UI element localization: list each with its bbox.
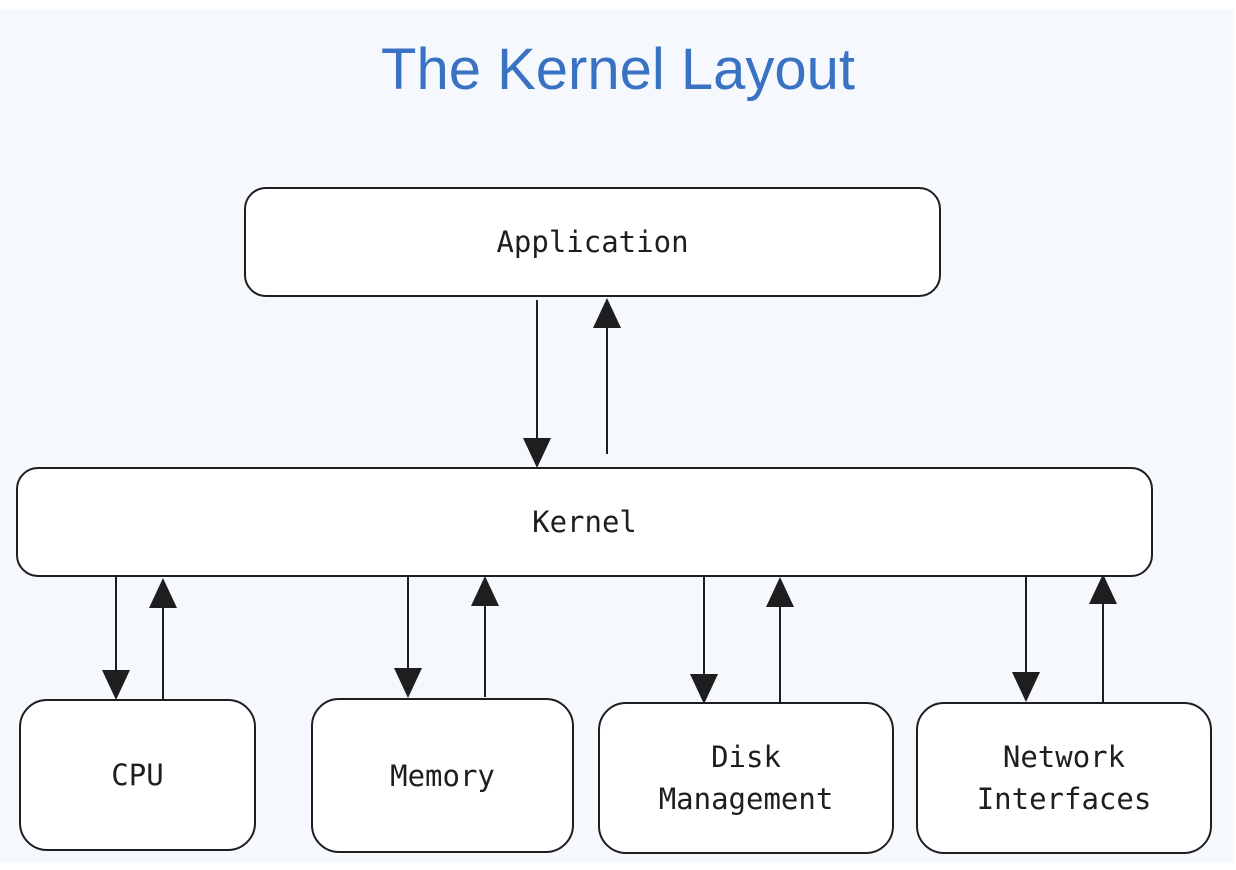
kernel-node: Kernel: [16, 467, 1153, 577]
cpu-label: CPU: [111, 758, 164, 792]
arrow-disk-to-kernel: [766, 577, 794, 704]
application-node: Application: [244, 187, 941, 297]
application-label: Application: [496, 225, 689, 259]
arrow-kernel-to-cpu: [102, 574, 130, 700]
arrow-network-to-kernel: [1089, 574, 1117, 702]
disk-management-node: Disk Management: [598, 702, 894, 854]
network-interfaces-node: Network Interfaces: [916, 702, 1212, 854]
arrow-cpu-to-kernel: [149, 578, 177, 699]
arrow-kernel-to-network: [1012, 575, 1040, 702]
network-interfaces-label: Network Interfaces: [976, 740, 1152, 816]
arrow-head: [1089, 574, 1117, 604]
diagram-title: The Kernel Layout: [381, 37, 855, 102]
arrow-head: [102, 670, 130, 700]
disk-management-label: Disk Management: [658, 740, 834, 816]
arrow-memory-to-kernel: [471, 576, 499, 697]
arrow-application-to-kernel: [523, 300, 551, 468]
kernel-label: Kernel: [532, 505, 637, 539]
arrow-head: [523, 438, 551, 468]
arrow-head: [471, 576, 499, 606]
arrow-head: [766, 577, 794, 607]
memory-label: Memory: [390, 758, 495, 793]
arrow-head: [690, 674, 718, 704]
memory-node: Memory: [311, 698, 574, 853]
arrow-kernel-to-memory: [394, 576, 422, 698]
arrow-kernel-to-application: [593, 298, 621, 454]
arrow-head: [394, 668, 422, 698]
arrow-head: [149, 578, 177, 608]
arrow-head: [593, 298, 621, 328]
arrow-head: [1012, 672, 1040, 702]
arrow-kernel-to-disk: [690, 576, 718, 704]
cpu-node: CPU: [19, 699, 256, 851]
